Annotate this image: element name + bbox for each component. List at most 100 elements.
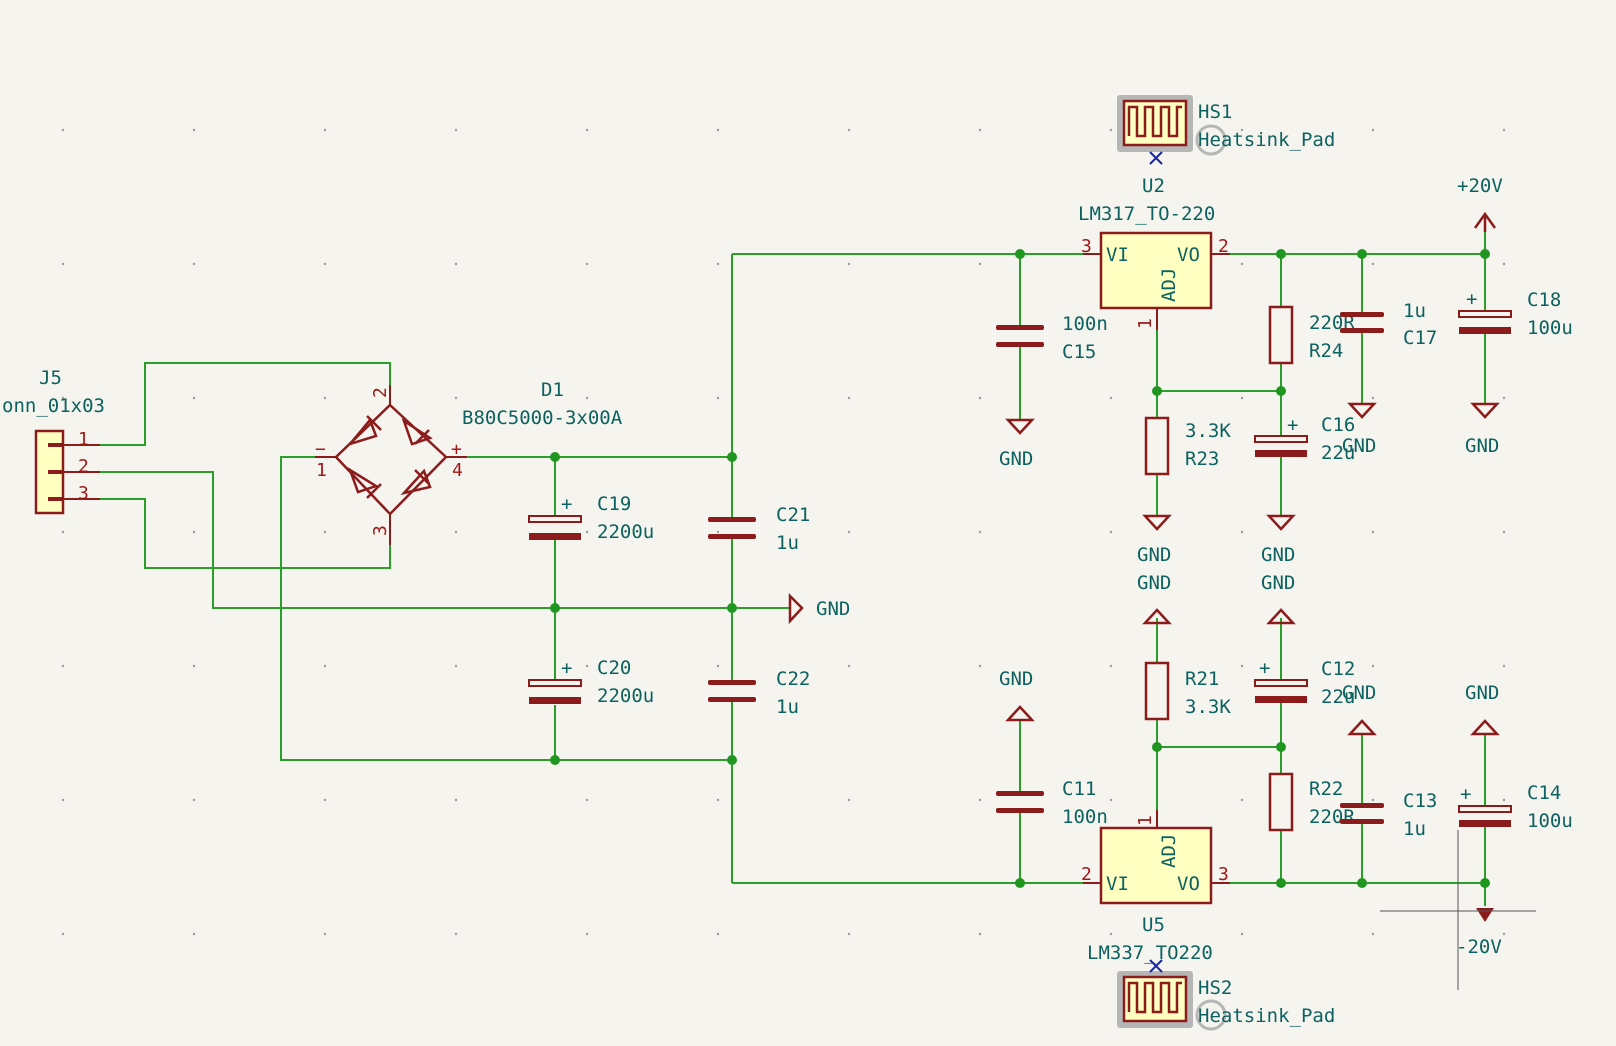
gnd-symbol-r23[interactable]: GND (1137, 514, 1172, 566)
grid-dot (61, 396, 65, 400)
grid-dot (1502, 932, 1506, 936)
gnd-symbol-c15[interactable]: GND (999, 418, 1035, 470)
gnd-symbol-center[interactable]: GND (788, 592, 850, 625)
hs1-value: Heatsink_Pad (1198, 129, 1335, 151)
grid-dot (1502, 664, 1506, 668)
capacitor-c13[interactable]: C13 1u (1340, 790, 1437, 840)
u5-adj: ADJ (1158, 834, 1180, 868)
capacitor-c19[interactable]: + C19 2200u (528, 493, 654, 543)
grid-dot (1109, 530, 1113, 534)
grid-dot (847, 262, 851, 266)
j5-pin-1: 1 (78, 429, 89, 450)
gnd-c15-label: GND (999, 448, 1033, 470)
grid-dot (585, 262, 589, 266)
r21-ref: R21 (1185, 668, 1219, 690)
grid-dot (978, 798, 982, 802)
gnd-symbol-r21[interactable]: GND (1137, 572, 1172, 625)
c13-value: 1u (1403, 818, 1426, 840)
grid-dot (716, 798, 720, 802)
diode-icon (401, 417, 433, 446)
r22-ref: R22 (1309, 778, 1343, 800)
c14-polarity: + (1460, 783, 1471, 805)
gnd-symbol-c16[interactable]: GND (1261, 514, 1296, 566)
grid-dot (1240, 664, 1244, 668)
gnd-symbol-c18[interactable]: GND (1465, 402, 1500, 457)
bridge-rectifier-d1[interactable]: D1 B80C5000-3x00A 2 3 1 4 − + (315, 379, 623, 545)
c18-value: 100u (1527, 317, 1573, 339)
gnd-symbol-c11[interactable]: GND (999, 668, 1035, 722)
grid-dot (585, 664, 589, 668)
capacitor-c20[interactable]: + C20 2200u (528, 657, 654, 707)
heatsink-hs1[interactable]: HS1 Heatsink_Pad (1117, 95, 1335, 165)
c12-ref: C12 (1321, 658, 1355, 680)
capacitor-c12[interactable]: + C12 22u (1254, 657, 1355, 708)
d1-pin-2: 2 (370, 387, 391, 398)
wire-j5-pin2[interactable] (100, 471, 790, 609)
c14-ref: C14 (1527, 782, 1561, 804)
gnd-symbol-c13[interactable]: GND (1342, 682, 1377, 736)
wire-j5-pin3[interactable] (100, 498, 391, 569)
r23-ref: R23 (1185, 448, 1219, 470)
wire-bottom-vo[interactable] (1212, 882, 1486, 906)
grid-dot (1371, 798, 1375, 802)
junction-dot (1357, 878, 1367, 888)
grid-dot (978, 262, 982, 266)
gnd-symbol-c14[interactable]: GND (1465, 682, 1500, 736)
c22-ref: C22 (776, 668, 810, 690)
capacitor-c11[interactable]: C11 100n (996, 778, 1108, 828)
gnd-symbol-c17[interactable]: GND (1342, 402, 1377, 457)
resistor-r21[interactable]: R21 3.3K (1144, 661, 1231, 721)
capacitor-c22[interactable]: C22 1u (708, 668, 810, 718)
c18-ref: C18 (1527, 289, 1561, 311)
wire-top-vo[interactable] (1212, 230, 1486, 255)
grid-dot (1371, 128, 1375, 132)
wire-bridge-minus[interactable] (280, 456, 732, 761)
capacitor-c15[interactable]: 100n C15 (996, 313, 1108, 363)
junction-dot (1152, 386, 1162, 396)
grid-dot (1371, 396, 1375, 400)
d1-value: B80C5000-3x00A (462, 407, 623, 429)
regulator-u2[interactable]: VI VO ADJ 3 2 1 U2 LM317_TO-220 (1078, 175, 1230, 330)
grid-dot (323, 262, 327, 266)
grid-dot (1240, 530, 1244, 534)
grid-dot (585, 128, 589, 132)
grid-dot (61, 932, 65, 936)
gnd-c12-label: GND (1261, 572, 1295, 594)
c16-ref: C16 (1321, 414, 1355, 436)
pos-rail-label: +20V (1457, 175, 1503, 197)
regulator-u5[interactable]: VI VO ADJ 2 3 1 U5 LM337_TO220 (1081, 810, 1230, 964)
c19-polarity: + (561, 493, 572, 515)
connector-j5[interactable]: J5 onn_01x03 1 2 3 (2, 367, 105, 515)
j5-value: onn_01x03 (2, 395, 105, 417)
capacitor-c17[interactable]: 1u C17 (1340, 300, 1437, 349)
capacitor-c14[interactable]: + C14 100u (1458, 782, 1573, 832)
junction-dot (1276, 249, 1286, 259)
resistor-r23[interactable]: 3.3K R23 (1144, 416, 1231, 476)
capacitor-c18[interactable]: + C18 100u (1458, 288, 1573, 339)
grid-dot (454, 798, 458, 802)
no-connect-icon (1149, 959, 1163, 973)
grid-dot (1109, 664, 1113, 668)
grid-dot (61, 798, 65, 802)
wire-j5-pin1[interactable] (100, 362, 391, 446)
capacitor-c21[interactable]: C21 1u (708, 504, 810, 554)
grid-dot (1502, 798, 1506, 802)
gnd-symbol-c12[interactable]: GND (1261, 572, 1296, 625)
c20-value: 2200u (597, 685, 654, 707)
heatsink-hs2[interactable]: HS2 Heatsink_Pad (1117, 959, 1335, 1031)
grid-dot (1109, 798, 1113, 802)
junction-dot (1015, 878, 1025, 888)
c20-ref: C20 (597, 657, 631, 679)
capacitor-c16[interactable]: + C16 22u (1254, 414, 1355, 464)
grid-dot (716, 932, 720, 936)
u5-pin-vo: 3 (1218, 864, 1229, 885)
power-flag-neg-20v[interactable]: -20V (1456, 908, 1502, 958)
power-flag-pos-20v[interactable]: +20V (1457, 175, 1503, 232)
grid-dot (323, 664, 327, 668)
junction-dot (727, 452, 737, 462)
grid-dot (847, 396, 851, 400)
grid-dot (1502, 396, 1506, 400)
grid-dot (323, 396, 327, 400)
u2-ref: U2 (1142, 175, 1165, 197)
